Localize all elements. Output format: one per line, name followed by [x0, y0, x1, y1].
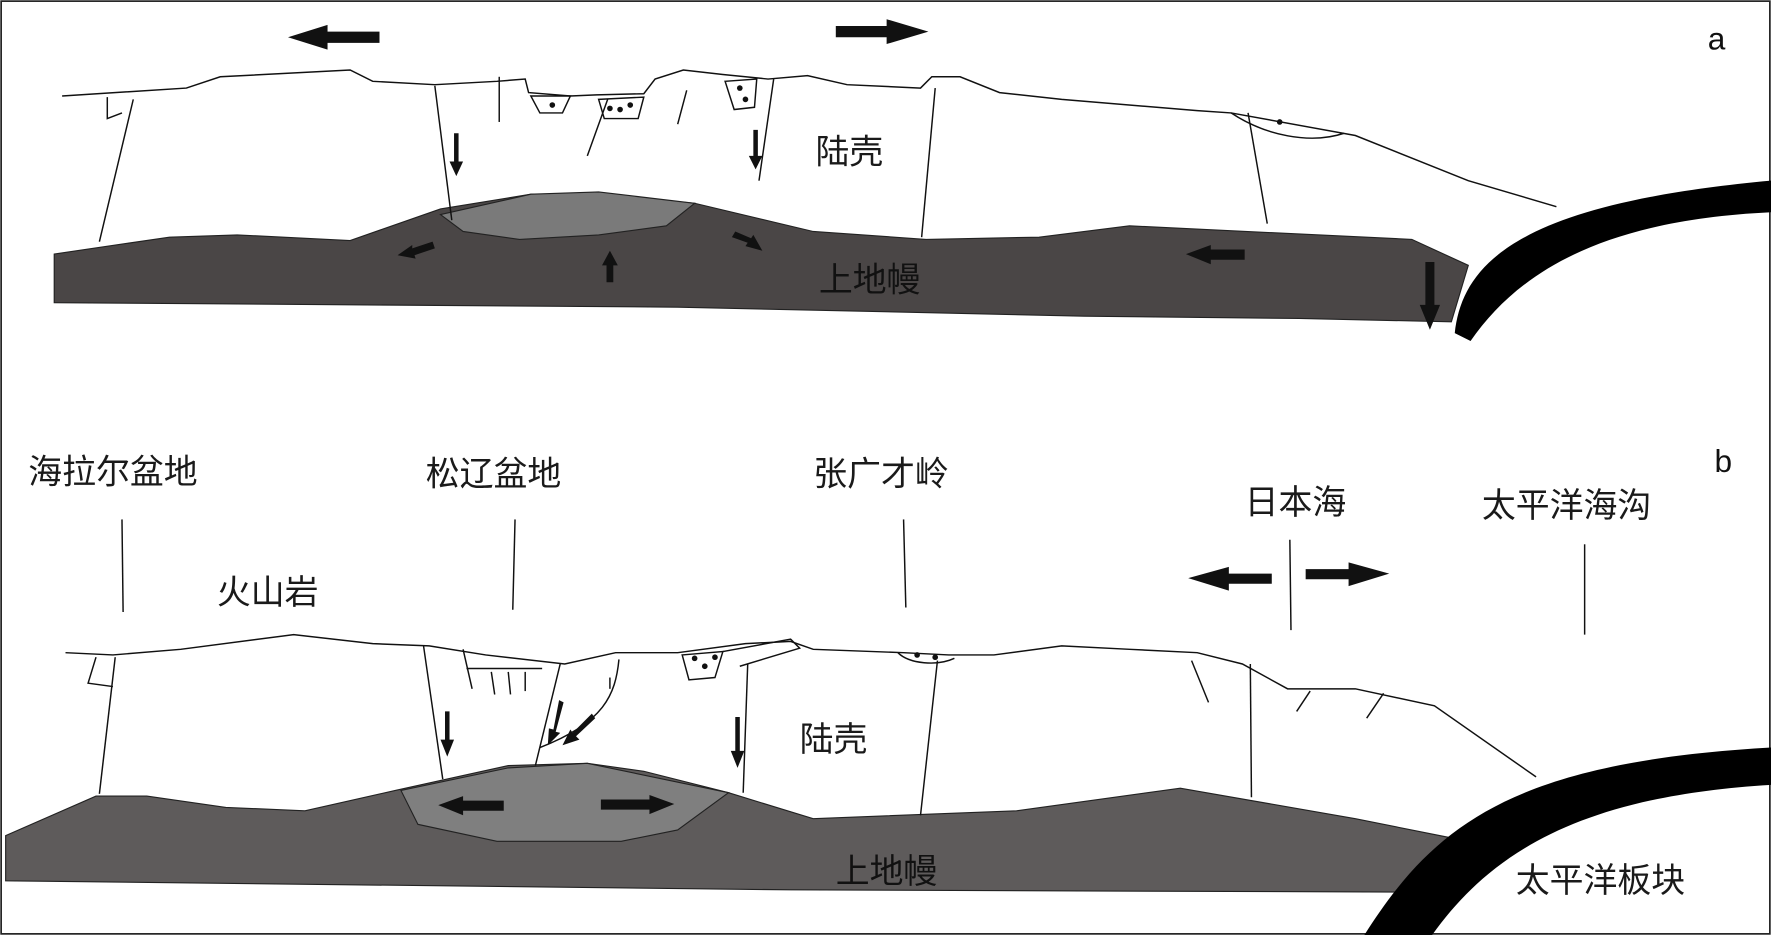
mantle-label-a: 上地幔 [819, 260, 921, 299]
subducting-slab-b [1364, 747, 1771, 935]
upper-mantle-a [53, 193, 1469, 323]
crust-surface-a [62, 69, 1557, 208]
crust-label-b: 陆壳 [800, 720, 868, 759]
panel-b: b 海拉尔盆地 松辽盆地 张广才岭 日本海 太平洋海沟 火山岩 [5, 443, 1771, 935]
subducting-slab-a [1454, 180, 1771, 342]
crust-label-a: 陆壳 [815, 133, 883, 172]
label-volcanic-rock: 火山岩 [217, 573, 319, 612]
leader-lines [121, 519, 1586, 635]
arrow-left-icon [397, 241, 435, 259]
arrows-b [438, 700, 745, 816]
faults-a [98, 76, 1345, 242]
extension-arrow-left [288, 24, 380, 50]
sediment-dots-b [691, 652, 939, 670]
arrow-down-left-icon [547, 700, 564, 746]
extension-arrow-right [835, 19, 929, 45]
arrow-down-icon [449, 133, 464, 177]
extension-arrow-left [1188, 566, 1272, 591]
panel-a: a 陆壳 上地幔 [53, 19, 1771, 342]
pacific-plate-label: 太平洋板块 [1516, 861, 1685, 900]
extension-arrow-right [1305, 562, 1390, 587]
arrow-down-icon [748, 129, 763, 170]
magma-lens-b [400, 762, 730, 842]
arrow-down-icon [440, 711, 455, 757]
panel-letter-a: a [1708, 21, 1726, 57]
magma-lens-a [439, 191, 697, 240]
panel-letter-b: b [1715, 443, 1733, 479]
label-pacific-trench: 太平洋海沟 [1482, 486, 1651, 525]
arrow-down-icon [1419, 261, 1441, 330]
arrow-down-left-icon [562, 713, 596, 746]
faults-b [87, 638, 1385, 816]
label-zhangguangcai-range: 张广才岭 [813, 455, 949, 494]
arrow-up-icon [602, 250, 618, 283]
label-hailar-basin: 海拉尔盆地 [28, 452, 197, 491]
mantle-label-b: 上地幔 [836, 852, 938, 891]
arrow-down-icon [730, 717, 745, 768]
arrow-right-icon [600, 794, 675, 815]
arrow-left-icon [438, 796, 504, 816]
sediment-dots-a [549, 85, 1283, 125]
arrow-right-icon [731, 231, 763, 251]
arrows-a [397, 129, 1441, 330]
label-sea-of-japan: 日本海 [1245, 483, 1347, 522]
label-songliao-basin: 松辽盆地 [426, 455, 562, 494]
arrow-left-icon [1185, 245, 1245, 265]
